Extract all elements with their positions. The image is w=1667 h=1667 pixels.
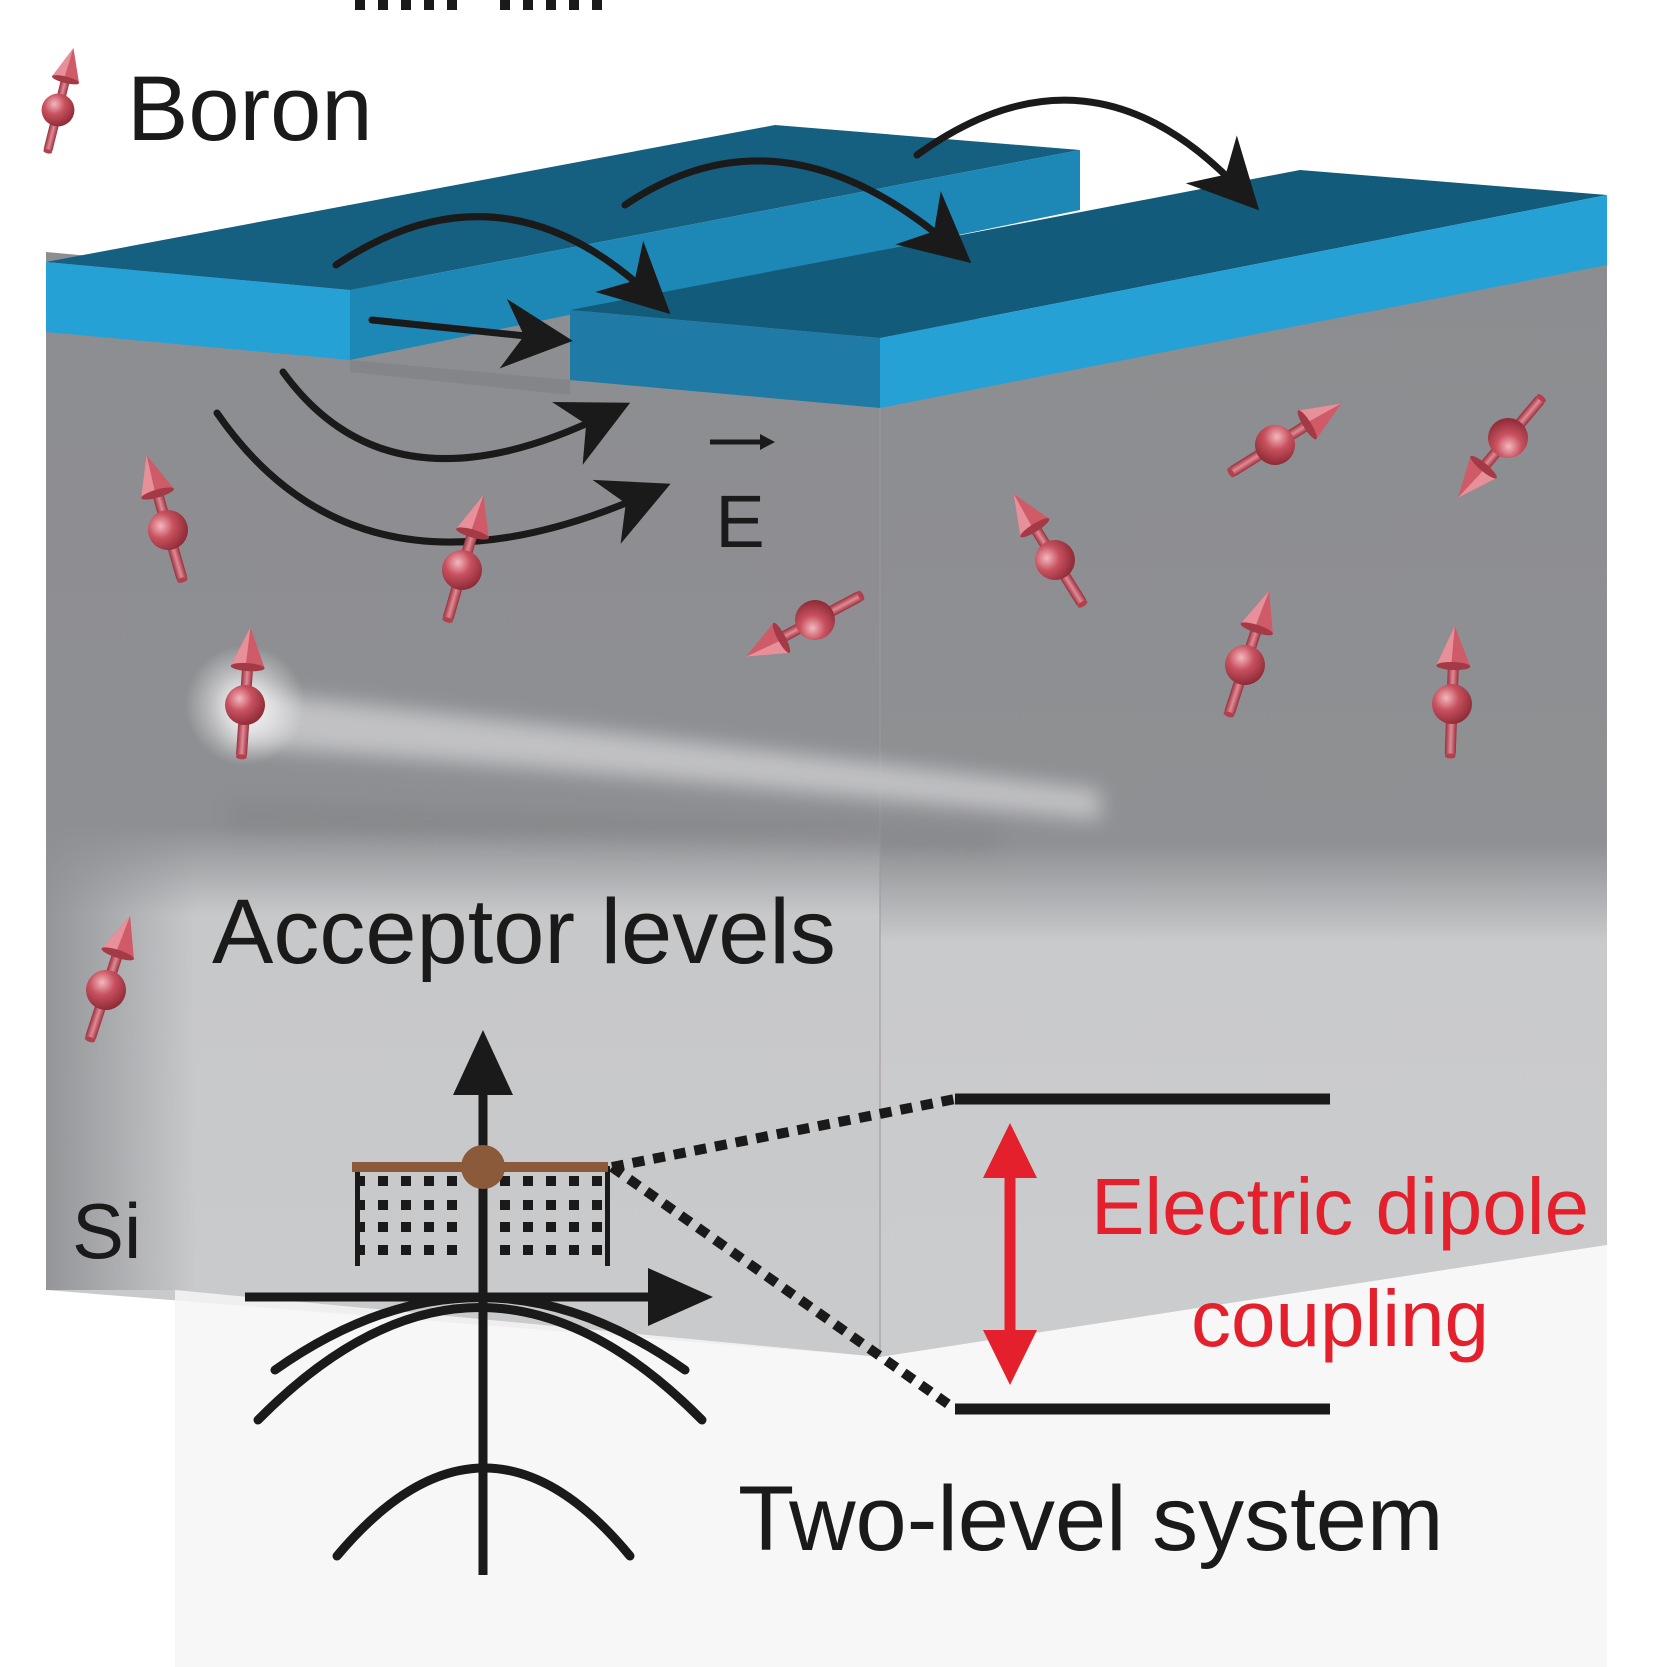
field-symbol: E — [715, 480, 764, 563]
legend-label: Boron — [127, 58, 373, 160]
field-lines — [213, 368, 671, 546]
lower-connector — [609, 1162, 958, 1414]
field-label: E — [710, 434, 775, 563]
upper-connector — [611, 1094, 956, 1172]
silicon-block — [46, 252, 1607, 1667]
electrode-front-side — [880, 195, 1607, 408]
acceptor-label: Acceptor levels — [212, 881, 836, 983]
coupling-label-line2: coupling — [1191, 1274, 1489, 1363]
two-level-system: Electric dipole coupling Two-level syste… — [609, 1093, 1589, 1570]
tls-label: Two-level system — [738, 1468, 1444, 1570]
acceptor-state — [461, 1145, 505, 1189]
material-label: Si — [72, 1187, 141, 1275]
silicon-front-face — [46, 252, 880, 1357]
hopping-arrows — [332, 96, 1260, 369]
electrode-front-top — [570, 170, 1607, 338]
electrode-front — [570, 170, 1607, 408]
band-diagram — [245, 0, 713, 1575]
silicon-side-face — [880, 265, 1607, 1357]
electrode-back-front — [46, 262, 350, 360]
gap-shadow — [350, 360, 570, 395]
spin-arrow-icon — [31, 43, 90, 158]
electrode-back-top — [46, 125, 1080, 290]
electrode-front-front — [570, 310, 880, 408]
coupling-label-line1: Electric dipole — [1091, 1162, 1589, 1251]
impurity-states — [355, 0, 610, 1266]
coupling-arrow — [983, 1123, 1037, 1385]
